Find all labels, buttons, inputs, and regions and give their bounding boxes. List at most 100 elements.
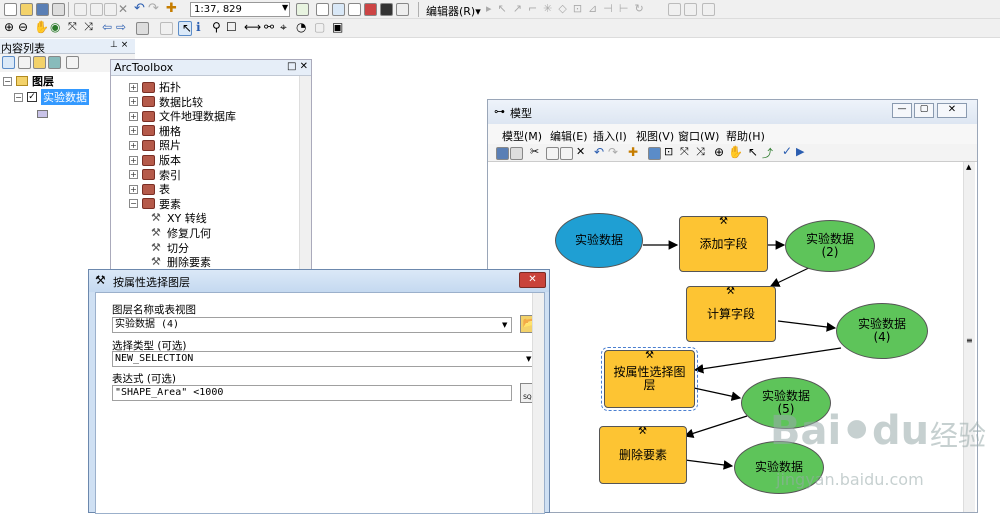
scroll-up-icon[interactable]: ▲ [966, 163, 972, 171]
fixed-zoom-in-icon[interactable]: ⤧ [680, 145, 689, 158]
collapse-icon[interactable]: − [3, 76, 12, 86]
zoom-icon[interactable]: ⊕ [714, 145, 725, 159]
tool-select-by-attribute[interactable]: 按属性选择图 层 [601, 347, 698, 411]
options-icon[interactable] [66, 56, 79, 69]
toolbox-item[interactable]: +栅格 [129, 124, 181, 138]
run-icon[interactable]: ▶ [796, 145, 805, 158]
delete-icon[interactable]: ✕ [576, 145, 586, 158]
expand-icon[interactable]: + [129, 82, 138, 92]
find-icon[interactable]: ⚲ [212, 20, 221, 34]
close-button[interactable]: ✕ [937, 103, 967, 118]
maximize-button[interactable]: ▢ [914, 103, 934, 118]
dialog-close-button[interactable]: ✕ [519, 272, 546, 288]
arctoolbox-icon[interactable] [364, 3, 377, 16]
layer-name[interactable]: 实验数据 [41, 89, 89, 105]
save-icon[interactable] [36, 3, 49, 16]
create-features-icon[interactable] [702, 3, 715, 16]
list-by-visibility-icon[interactable] [33, 56, 46, 69]
collapse-icon[interactable]: − [129, 199, 138, 209]
arctoolbox-close-icon[interactable]: □ ✕ [287, 61, 309, 72]
dialog-scrollbar[interactable] [532, 293, 544, 513]
toolbox-item[interactable]: +表 [129, 182, 170, 196]
toolbox-item[interactable]: +拓扑 [129, 80, 181, 94]
toolbox-tool-item[interactable]: ⚒修复几何 [151, 226, 211, 241]
model-menu-item[interactable]: 插入(I) [593, 130, 627, 143]
model-menu-item[interactable]: 视图(V) [636, 130, 675, 143]
model-output-2[interactable]: 实验数据 (2) [785, 220, 875, 272]
pointer-icon[interactable]: ↖ [182, 21, 193, 35]
toolbox-tool-item[interactable]: ⚒删除要素 [151, 255, 211, 270]
save-icon[interactable] [496, 147, 509, 160]
toolbox-tool-item[interactable]: ⚒切分 [151, 241, 189, 255]
editor-menu[interactable]: 编辑器(R)▾ [426, 5, 481, 18]
python-icon[interactable] [380, 3, 393, 16]
model-menu-item[interactable]: 编辑(E) [550, 130, 588, 143]
scale-combo[interactable]: 1:37, 829 [190, 2, 290, 17]
clear-selection-icon[interactable] [160, 22, 173, 35]
collapse-icon[interactable]: − [14, 92, 23, 102]
model-menu-item[interactable]: 帮助(H) [726, 130, 765, 143]
minimize-button[interactable]: — [892, 103, 912, 118]
catalog-icon[interactable] [332, 3, 345, 16]
modelbuilder-icon[interactable] [396, 3, 409, 16]
list-by-selection-icon[interactable] [48, 56, 61, 69]
scroll-thumb[interactable]: ≡ [966, 336, 973, 345]
viewer-icon[interactable]: ▢ [314, 20, 326, 34]
print-icon[interactable] [510, 147, 523, 160]
add-data-icon[interactable]: ✚ [628, 145, 639, 159]
undo-icon[interactable]: ↶ [134, 1, 145, 16]
toolbox-item[interactable]: +照片 [129, 138, 181, 152]
zoom-out-icon[interactable]: ⊖ [18, 20, 29, 34]
toolbox-item[interactable]: +版本 [129, 153, 181, 167]
full-extent-icon[interactable]: ◉ [50, 20, 61, 34]
redo-icon[interactable]: ↷ [148, 1, 159, 16]
model-menu-item[interactable]: 窗口(W) [678, 130, 720, 143]
paste-icon[interactable] [104, 3, 117, 16]
open-icon[interactable] [20, 3, 33, 16]
pan-icon[interactable]: ✋ [34, 20, 49, 34]
connect-icon[interactable]: ⤴ [762, 147, 773, 160]
select-by-graphics-icon[interactable] [136, 22, 149, 35]
model-output-5[interactable]: 实验数据 (5) [741, 377, 831, 429]
toolbox-tool-item[interactable]: ⚒XY 转线 [151, 211, 207, 226]
chevron-down-icon[interactable]: ▼ [526, 355, 532, 363]
tool-add-field[interactable]: 添加字段 [679, 216, 768, 272]
selection-type-combo[interactable]: NEW_SELECTION [112, 351, 536, 367]
table-icon[interactable] [316, 3, 329, 16]
layer-symbol-swatch[interactable] [37, 110, 48, 118]
forward-icon[interactable]: ⇨ [116, 20, 127, 34]
pan-icon[interactable]: ✋ [728, 145, 743, 159]
cut-icon[interactable]: ✂ [530, 145, 540, 158]
expand-icon[interactable]: + [129, 155, 138, 165]
tool-calculate-field[interactable]: 计算字段 [686, 286, 776, 342]
layer-visibility-checkbox[interactable]: ✓ [27, 92, 37, 102]
delete-icon[interactable]: ✕ [118, 2, 129, 16]
expand-icon[interactable]: + [129, 170, 138, 180]
expand-icon[interactable]: + [129, 126, 138, 136]
chevron-down-icon[interactable]: ▼ [282, 3, 289, 12]
fixed-zoom-out-icon[interactable]: ⤨ [84, 20, 93, 33]
redo-icon[interactable]: ↷ [608, 145, 619, 159]
paste-icon[interactable] [560, 147, 573, 160]
arctoolbox-scrollbar[interactable] [299, 76, 311, 276]
fixed-zoom-out-icon[interactable]: ⤨ [696, 145, 705, 158]
full-extent-icon[interactable]: ⊡ [664, 145, 674, 158]
create-viewer-icon[interactable]: ▣ [332, 20, 344, 34]
editor-toolbar-icon[interactable] [296, 3, 309, 16]
attributes-icon[interactable] [668, 3, 681, 16]
model-menu-item[interactable]: 模型(M) [502, 130, 543, 143]
identify-icon[interactable]: ℹ [196, 20, 201, 34]
model-output-4[interactable]: 实验数据 (4) [836, 303, 928, 359]
select-icon[interactable]: ↖ [748, 145, 759, 159]
back-icon[interactable]: ⇦ [102, 20, 113, 34]
search-window-icon[interactable] [348, 3, 361, 16]
tool-delete-features[interactable]: 删除要素 [599, 426, 687, 484]
binoculars-icon[interactable]: ⚯ [264, 20, 275, 34]
toc-pin-close[interactable]: ⊥ × [110, 40, 129, 50]
expression-input[interactable]: "SHAPE_Area" <1000 [112, 385, 512, 401]
expand-icon[interactable]: + [129, 184, 138, 194]
go-to-xy-icon[interactable]: ⌖ [280, 20, 287, 34]
chevron-down-icon[interactable]: ▼ [502, 321, 508, 329]
add-data-icon[interactable]: ✚ [166, 1, 177, 16]
layer-combo[interactable]: 实验数据 (4) [112, 317, 512, 333]
